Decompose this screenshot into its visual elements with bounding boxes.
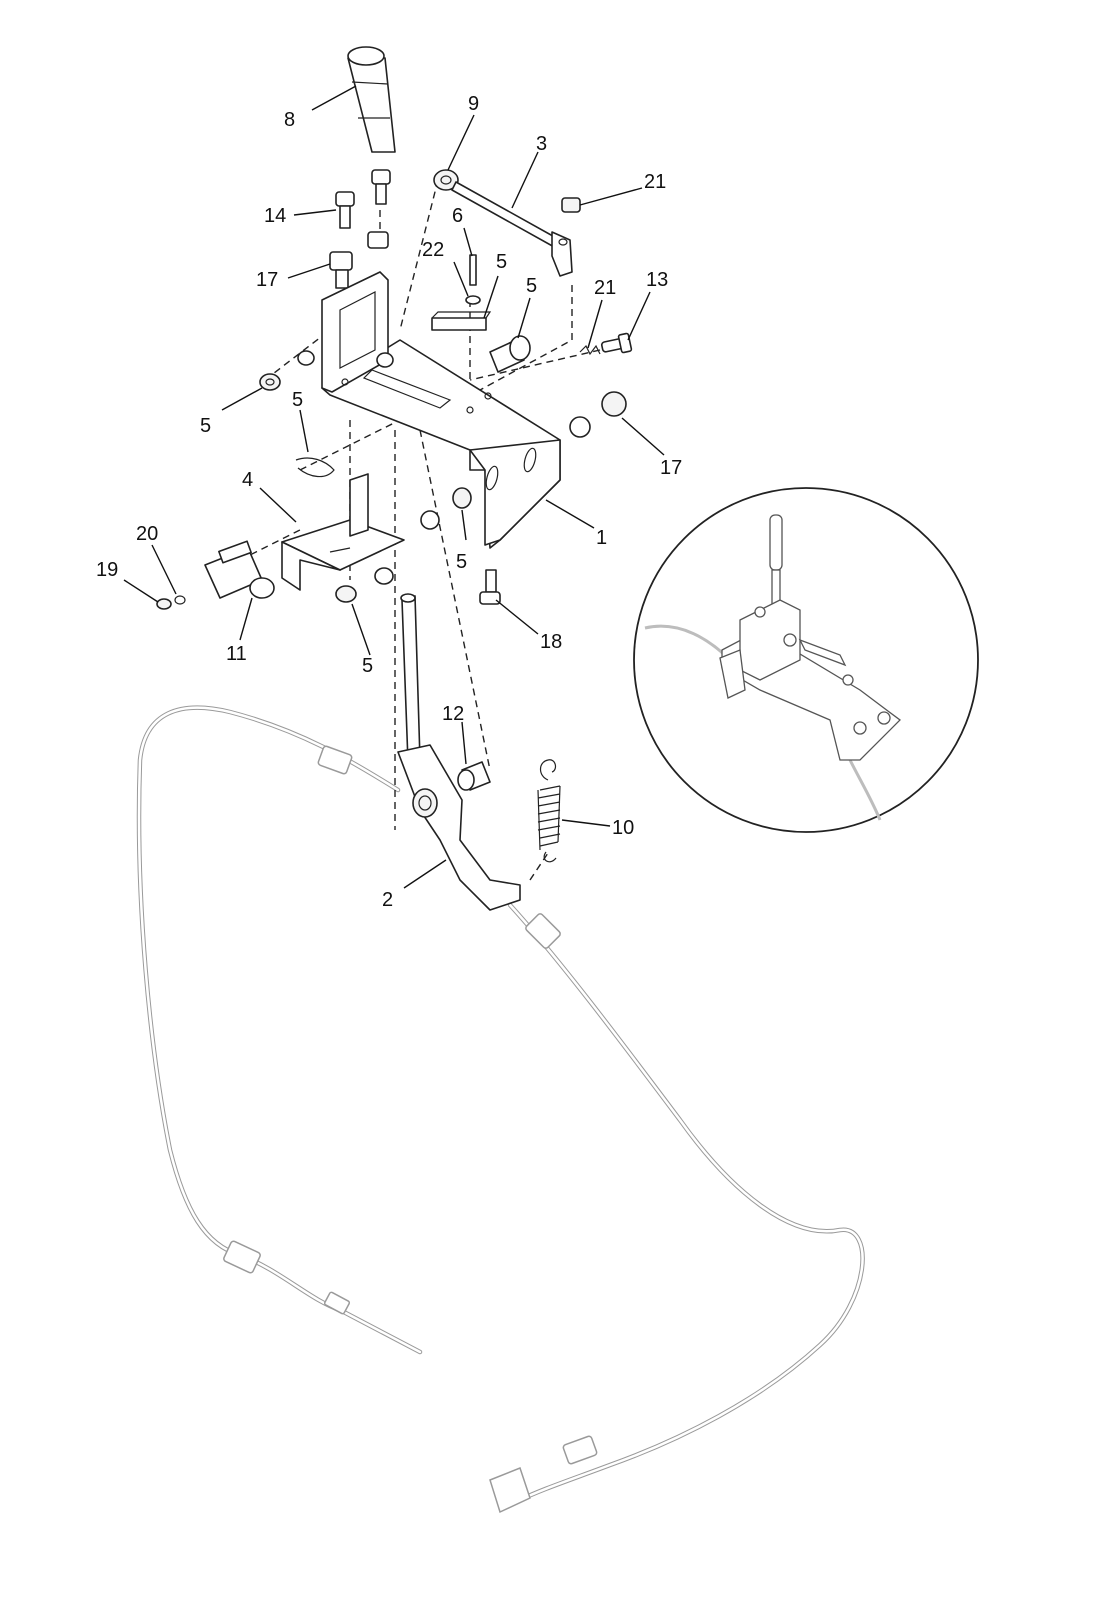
part-15-clevis-pin xyxy=(600,332,633,354)
callout-13: 11 xyxy=(226,643,247,665)
callout-labels: 8 9 3 21 14 6 22 5 17 5 21 13 5 5 17 4 1… xyxy=(96,93,682,911)
callout-19: 19 xyxy=(96,559,118,581)
callout-17-right: 17 xyxy=(660,457,682,479)
part-4-lower-bracket xyxy=(281,473,405,591)
cable-thread-left xyxy=(323,1291,351,1315)
part-11-bushing xyxy=(433,169,459,191)
part-16-bolt-b xyxy=(371,169,391,205)
callout-10: 8 xyxy=(284,109,295,131)
part-14-spacer xyxy=(457,761,491,791)
callout-4: 4 xyxy=(242,469,253,491)
callout-16: 14 xyxy=(264,205,286,227)
part-16-bolt xyxy=(335,191,355,229)
assembly-lines xyxy=(239,179,601,881)
callout-2: 2 xyxy=(382,889,393,911)
part-6-sleeve xyxy=(489,335,531,373)
callout-12: 10 xyxy=(612,817,634,839)
part-1-main-bracket xyxy=(321,271,561,549)
part-17-bolt-right xyxy=(569,391,627,438)
part-18-bolt xyxy=(479,569,501,605)
part-17-bolt xyxy=(329,251,353,289)
part-13-interlock-switch xyxy=(204,540,275,599)
callout-9: 5 xyxy=(496,251,507,273)
part-5-washer-e xyxy=(420,510,440,530)
part-10-shift-knob xyxy=(347,46,396,153)
cable-ferrule-upper-left xyxy=(317,745,353,775)
callout-21-left: 20 xyxy=(136,523,158,545)
part-19-nut xyxy=(156,598,172,610)
cable-clevis-end xyxy=(489,1467,531,1514)
cable-ferrule-lower-left xyxy=(223,1240,261,1274)
part-5-washer-b xyxy=(297,350,315,366)
part-8-pin xyxy=(469,254,477,286)
cable-ferrule-upper-right xyxy=(525,913,561,949)
callout-21-right: 21 xyxy=(594,277,616,299)
control-cable-right xyxy=(489,902,865,1514)
part-20-nut xyxy=(561,197,581,213)
part-12-extension-spring xyxy=(537,759,561,863)
callout-20: 21 xyxy=(644,171,666,193)
callout-3: 3 xyxy=(536,133,547,155)
callout-15: 13 xyxy=(646,269,668,291)
part-nut-center xyxy=(367,231,389,249)
callout-5-upper: 5 xyxy=(200,415,211,437)
control-cable-left xyxy=(136,705,423,1355)
callout-11: 9 xyxy=(468,93,479,115)
part-5-washer-f xyxy=(335,585,357,603)
leader-lines xyxy=(123,85,665,889)
callout-5-lower: 5 xyxy=(362,655,373,677)
part-9-plate xyxy=(431,311,492,331)
assembled-view-inset xyxy=(633,487,979,833)
callout-5-mid: 5 xyxy=(456,551,467,573)
callout-7: 5 xyxy=(292,389,303,411)
callout-8: 6 xyxy=(452,205,463,227)
callout-6: 5 xyxy=(526,275,537,297)
callout-14: 12 xyxy=(442,703,464,725)
callout-1: 1 xyxy=(596,527,607,549)
part-5-washer-d xyxy=(452,487,472,509)
part-5-washer-c xyxy=(376,352,394,368)
callout-17-upper: 17 xyxy=(256,269,278,291)
part-22-washer xyxy=(465,295,481,305)
part-2-shift-lever xyxy=(397,593,521,911)
callout-22: 22 xyxy=(422,239,444,261)
part-21-spring-washer-right xyxy=(579,344,601,356)
part-5-washer-g xyxy=(374,567,394,585)
callout-18: 18 xyxy=(540,631,562,653)
part-3-shift-rod xyxy=(451,181,573,277)
part-5-washer-a xyxy=(259,373,281,391)
part-21-spring-washer-left xyxy=(174,595,186,605)
cable-ferrule-lower-right xyxy=(562,1435,598,1465)
part-7-hair-pin xyxy=(295,457,335,478)
